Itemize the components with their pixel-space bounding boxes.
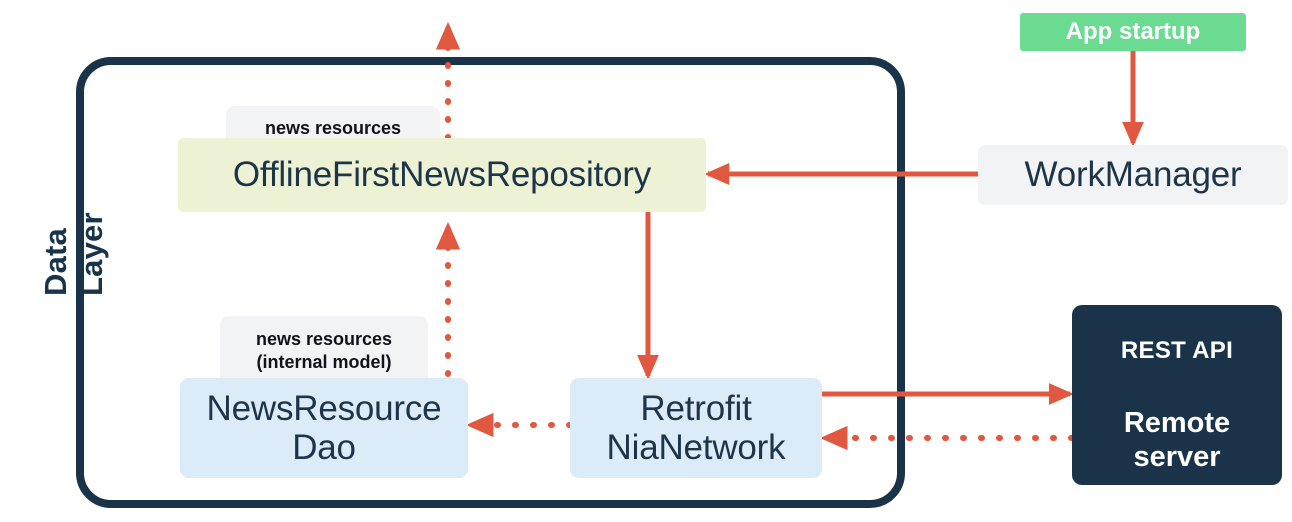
data-layer-title: Data Layer <box>38 212 109 296</box>
node-app-startup[interactable]: App startup <box>1020 13 1246 51</box>
repository-tab-text: news resources <box>264 118 402 138</box>
repository-label: OfflineFirstNewsRepository <box>232 155 652 195</box>
node-news-resource-dao[interactable]: NewsResource Dao <box>180 378 468 478</box>
work-manager-label: WorkManager <box>1024 155 1242 195</box>
dao-tab-text: news resources (internal model) <box>256 328 392 375</box>
remote-server-line2: server <box>1133 441 1221 474</box>
node-work-manager[interactable]: WorkManager <box>978 145 1288 205</box>
dao-line2: Dao <box>292 428 356 467</box>
remote-server-label: Remote server <box>1124 406 1230 474</box>
dao-line1: NewsResource <box>206 388 442 428</box>
dao-tab-line1: news resources <box>255 329 393 349</box>
network-line1: Retrofit <box>640 388 752 428</box>
dao-tab-label: news resources (internal model) <box>220 316 428 384</box>
rest-api-label: REST API <box>1120 337 1234 364</box>
app-startup-label: App startup <box>1065 17 1201 45</box>
remote-server-line1: Remote <box>1123 407 1231 439</box>
node-remote-server[interactable]: REST API Remote server <box>1072 305 1282 485</box>
network-line2: NiaNetwork <box>606 428 786 467</box>
node-offline-first-news-repository[interactable]: OfflineFirstNewsRepository <box>178 138 706 212</box>
node-retrofit-nia-network[interactable]: Retrofit NiaNetwork <box>570 378 822 478</box>
dao-label: NewsResource Dao <box>180 389 468 467</box>
network-label: Retrofit NiaNetwork <box>570 389 822 467</box>
dao-tab-line2: (internal model) <box>256 352 392 373</box>
